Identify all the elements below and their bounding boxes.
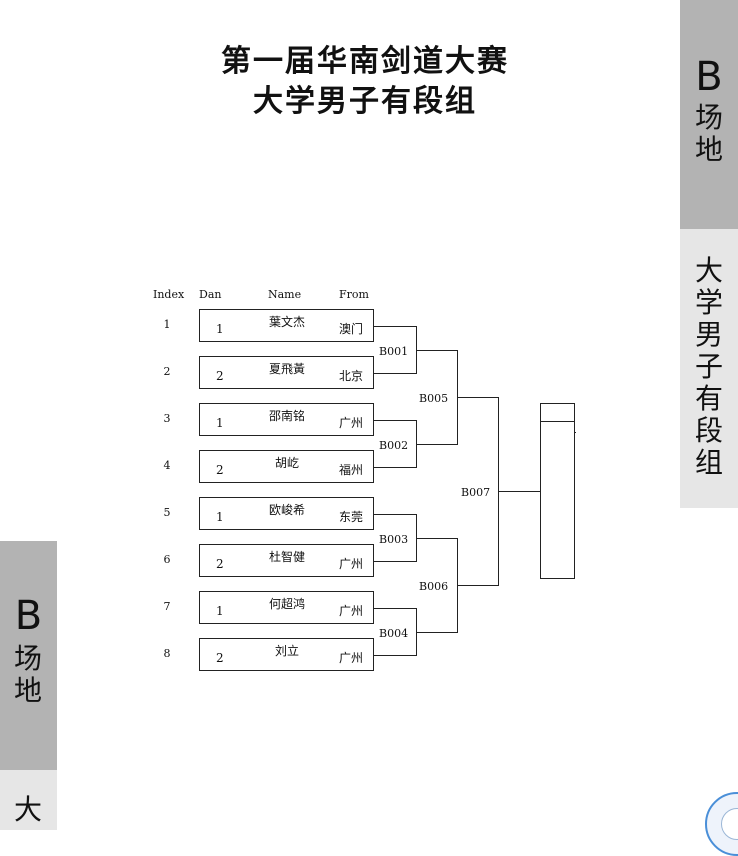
competitor-index: 6 — [163, 553, 171, 566]
competitor-dan: 1 — [216, 604, 224, 618]
match-label: B002 — [379, 439, 409, 452]
title-line-1: 第一届华南剑道大赛 — [221, 44, 509, 79]
competitor-dan: 2 — [216, 651, 224, 665]
competitor-name: 刘立 — [274, 644, 299, 658]
competitor-name: 欧峻希 — [268, 503, 305, 517]
competitor-dan: 2 — [216, 463, 224, 477]
competitor-row: 1 何超鸿 广州 — [199, 591, 374, 624]
competitor-index: 7 — [163, 600, 171, 613]
competitor-dan: 2 — [216, 557, 224, 571]
header-name: Name — [268, 288, 302, 301]
competitor-dan: 1 — [216, 322, 224, 336]
competitor-name: 胡屹 — [274, 456, 299, 470]
match-label: B006 — [419, 580, 449, 593]
disc-icon[interactable] — [705, 792, 738, 856]
bracket-line — [416, 444, 458, 445]
bracket-line — [374, 467, 417, 468]
bracket-line — [416, 350, 458, 351]
competitor-from: 广州 — [339, 604, 364, 618]
match-label: B003 — [379, 533, 409, 546]
title-line-2: 大学男子有段组 — [253, 84, 477, 119]
bracket-line — [416, 632, 458, 633]
competitor-from: 广州 — [339, 651, 364, 665]
court-label: 场地 — [13, 642, 42, 707]
bracket-line — [374, 608, 417, 609]
group-tab: 大 — [0, 770, 57, 830]
competitor-from: 广州 — [339, 557, 364, 571]
court-tab: B 场地 — [0, 541, 57, 770]
header-from: From — [339, 288, 369, 301]
group-label: 大学男子有段组 — [694, 254, 723, 479]
competitor-from: 东莞 — [339, 510, 364, 524]
court-label: 场地 — [694, 101, 723, 166]
court-tab: B 场地 — [680, 0, 738, 229]
match-label: B007 — [461, 486, 491, 499]
bracket-line — [374, 655, 417, 656]
competitor-from: 福州 — [339, 463, 364, 477]
competitor-name: 何超鸿 — [268, 597, 305, 611]
competitor-row: 1 邵南铭 广州 — [199, 403, 374, 436]
match-label: B004 — [379, 627, 409, 640]
competitor-index: 3 — [163, 412, 171, 425]
competitor-row: 2 杜智健 广州 — [199, 544, 374, 577]
bracket-line — [374, 326, 417, 327]
competitor-row: 1 葉文杰 澳门 — [199, 309, 374, 342]
bracket-line — [374, 561, 417, 562]
competitor-index: 2 — [163, 365, 171, 378]
bracket-line — [416, 538, 458, 539]
competitor-dan: 1 — [216, 416, 224, 430]
bracket-line — [574, 432, 576, 433]
disc-hole — [721, 808, 738, 840]
bracket-line — [498, 491, 540, 492]
competitor-from: 澳门 — [339, 322, 364, 336]
competitor-row: 2 刘立 广州 — [199, 638, 374, 671]
competitor-index: 8 — [163, 647, 171, 660]
bracket-line — [374, 420, 417, 421]
competitor-name: 夏飛黃 — [268, 362, 305, 376]
court-letter: B — [14, 593, 43, 639]
bracket-line — [457, 397, 499, 398]
competitor-name: 杜智健 — [268, 550, 305, 564]
competitor-index: 1 — [163, 318, 171, 331]
competitor-name: 邵南铭 — [268, 409, 305, 423]
match-label: B001 — [379, 345, 409, 358]
winner-divider — [541, 421, 574, 422]
competitor-row: 1 欧峻希 东莞 — [199, 497, 374, 530]
bracket-line — [457, 585, 499, 586]
competitor-dan: 1 — [216, 510, 224, 524]
header-index: Index — [153, 288, 185, 301]
bracket-line — [374, 373, 417, 374]
bracket-line — [374, 514, 417, 515]
competitor-from: 北京 — [339, 369, 364, 383]
competitor-dan: 2 — [216, 369, 224, 383]
competitor-row: 2 夏飛黃 北京 — [199, 356, 374, 389]
competitor-index: 5 — [163, 506, 171, 519]
competitor-index: 4 — [163, 459, 171, 472]
competitor-from: 广州 — [339, 416, 364, 430]
court-letter: B — [695, 54, 723, 100]
competitor-name: 葉文杰 — [268, 315, 305, 329]
competitor-row: 2 胡屹 福州 — [199, 450, 374, 483]
header-dan: Dan — [199, 288, 222, 301]
group-label: 大 — [13, 793, 42, 826]
winner-box — [540, 403, 575, 579]
group-tab: 大学男子有段组 — [680, 229, 738, 508]
match-label: B005 — [419, 392, 449, 405]
